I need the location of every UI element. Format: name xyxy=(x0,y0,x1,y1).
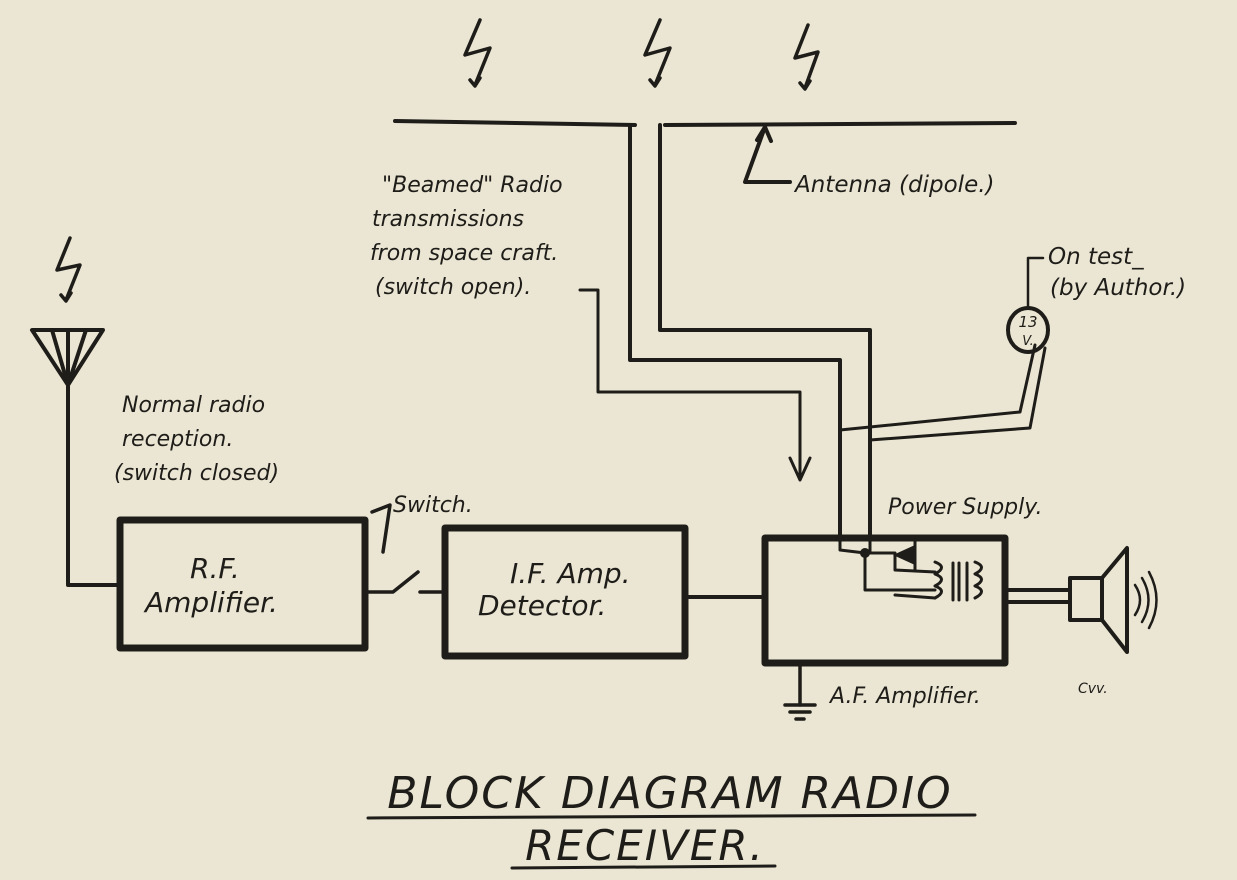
meter-bottom-label: V. xyxy=(1022,334,1034,349)
if-label-line2: Detector. xyxy=(478,589,606,622)
lightning-bolt-icon xyxy=(463,18,492,88)
rf-label-line1: R.F. xyxy=(190,552,240,585)
rf-amplifier-block: R.F. Amplifier. xyxy=(116,516,369,652)
switch-label: Switch. xyxy=(393,493,473,518)
on-test-line-2: (by Author.) xyxy=(1050,275,1186,301)
beamed-line-4: (switch open). xyxy=(375,275,531,300)
if-label-line1: I.F. Amp. xyxy=(510,557,631,590)
title-line-1: BLOCK DIAGRAM RADIO xyxy=(387,768,952,819)
beamed-line-2: transmissions xyxy=(372,207,524,232)
af-amplifier-block xyxy=(761,534,1009,667)
voltmeter-icon: 13 V. xyxy=(1006,306,1050,354)
af-amplifier-label: A.F. Amplifier. xyxy=(828,684,981,709)
switch-icon xyxy=(363,503,445,594)
normal-line-1: Normal radio xyxy=(122,393,265,418)
lightning-bolt-icon xyxy=(55,236,82,303)
antenna-icon xyxy=(30,328,122,587)
ground-icon xyxy=(783,661,817,721)
antenna-dipole xyxy=(393,119,1017,184)
if-amp-detector-block: I.F. Amp. Detector. xyxy=(441,524,689,660)
beamed-arrow xyxy=(578,288,812,482)
feed-lines xyxy=(628,123,872,537)
on-test-label: On test_ (by Author.) xyxy=(1048,244,1186,301)
diode-icon xyxy=(893,538,917,572)
lightning-bolt-icon xyxy=(643,18,672,88)
transformer-icon xyxy=(933,560,983,602)
speaker-icon xyxy=(1003,546,1158,654)
meter-leads xyxy=(838,343,1047,442)
lightning-bolt-icon xyxy=(793,23,820,91)
rf-label-line2: Amplifier. xyxy=(143,586,278,619)
beamed-line-3: from space craft. xyxy=(370,241,558,266)
power-supply-label: Power Supply. xyxy=(888,495,1043,520)
on-test-line-1: On test_ xyxy=(1048,244,1144,270)
beamed-label: "Beamed" Radio transmissions from space … xyxy=(370,173,563,300)
diagram-title: BLOCK DIAGRAM RADIO RECEIVER. xyxy=(366,768,977,870)
normal-line-2: reception. xyxy=(122,427,233,452)
title-line-2: RECEIVER. xyxy=(525,821,765,870)
beamed-line-1: "Beamed" Radio xyxy=(382,173,563,198)
on-test-leader xyxy=(1026,256,1045,310)
meter-top-label: 13 xyxy=(1018,313,1037,331)
signature: Cvv. xyxy=(1078,681,1108,697)
normal-line-3: (switch closed) xyxy=(114,461,279,486)
normal-reception-label: Normal radio reception. (switch closed) xyxy=(114,393,279,486)
antenna-label: Antenna (dipole.) xyxy=(793,172,995,198)
